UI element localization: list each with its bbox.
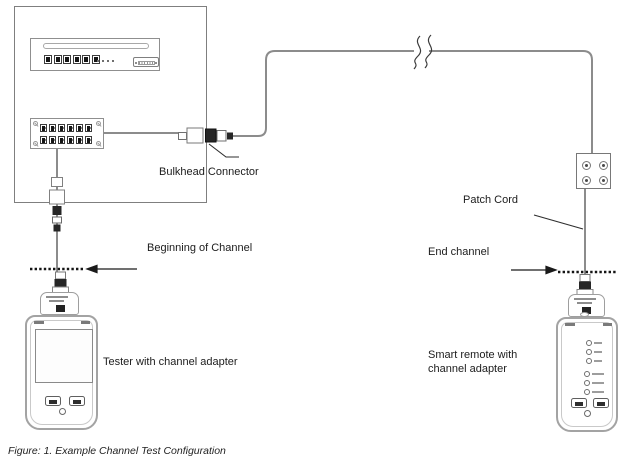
bulkhead-connector-icon bbox=[178, 127, 233, 144]
led-indicator-icon bbox=[584, 387, 606, 396]
jack-icon bbox=[599, 161, 608, 170]
remote-channel-adapter-icon bbox=[568, 294, 605, 317]
indicator-dot bbox=[97, 60, 99, 62]
rj45-port-icon bbox=[53, 55, 62, 64]
led-indicator-icon bbox=[586, 347, 608, 356]
panel-port-row-top bbox=[40, 124, 92, 132]
switch-port-row bbox=[44, 55, 100, 64]
connector-pins bbox=[138, 60, 155, 65]
remote-led-group-1 bbox=[586, 338, 608, 365]
switch-indicator-dots bbox=[97, 60, 114, 62]
rj45-port-icon bbox=[85, 124, 92, 132]
rj45-port-icon bbox=[91, 55, 100, 64]
tester-plug-icon bbox=[52, 271, 69, 294]
rj45-port-icon bbox=[40, 124, 47, 132]
patch-cord-pointer-line bbox=[533, 214, 584, 230]
rj45-port-icon bbox=[85, 136, 92, 144]
tester-device-icon bbox=[25, 315, 98, 430]
switch-vent-slot bbox=[43, 43, 149, 49]
remote-round-button bbox=[584, 410, 591, 417]
rj45-port-icon bbox=[72, 55, 81, 64]
tester-top-label bbox=[81, 321, 90, 324]
end-channel-arrow-icon bbox=[511, 265, 558, 275]
remote-plug-icon bbox=[576, 274, 594, 297]
switch-uplink-connector-icon bbox=[133, 57, 159, 67]
rj45-port-icon bbox=[67, 136, 74, 144]
jack-icon bbox=[582, 176, 591, 185]
begin-channel-arrow-icon bbox=[85, 264, 137, 274]
rj45-port-icon bbox=[82, 55, 90, 64]
jack-icon bbox=[582, 161, 591, 170]
remote-top-label bbox=[565, 323, 575, 326]
figure-caption: Figure: 1. Example Channel Test Configur… bbox=[8, 445, 226, 457]
led-indicator-icon bbox=[584, 378, 606, 387]
wall-connector-icon bbox=[49, 177, 65, 232]
screw-icon bbox=[33, 121, 38, 126]
remote-bezel bbox=[561, 322, 613, 427]
screw-icon bbox=[96, 121, 101, 126]
wall-plate-jacks bbox=[582, 161, 608, 185]
rj45-port-icon bbox=[76, 124, 83, 132]
cables bbox=[56, 50, 593, 275]
tester-label: Tester with channel adapter bbox=[103, 356, 238, 368]
smart-remote-label-line2: channel adapter bbox=[428, 363, 507, 375]
remote-led-group-2 bbox=[584, 369, 606, 396]
led-indicator-icon bbox=[586, 356, 608, 365]
horizontal-run-cable-left bbox=[232, 50, 414, 137]
panel-port-row-bottom bbox=[40, 136, 92, 144]
patch-cord-label: Patch Cord bbox=[463, 194, 519, 206]
remote-button bbox=[593, 398, 609, 408]
tester-button bbox=[69, 396, 85, 406]
end-channel-label: End channel bbox=[428, 246, 490, 258]
wall-plate-icon bbox=[576, 153, 611, 189]
cable-break-icon bbox=[413, 34, 433, 70]
indicator-dot bbox=[107, 60, 109, 62]
rj45-port-icon bbox=[67, 124, 74, 132]
smart-remote-label-line1: Smart remote with bbox=[428, 349, 518, 361]
rj45-port-icon bbox=[63, 55, 71, 64]
horizontal-run-cable-right bbox=[429, 50, 593, 154]
tester-round-button bbox=[59, 408, 66, 415]
beginning-of-channel-label: Beginning of Channel bbox=[147, 242, 253, 254]
tester-top-label bbox=[34, 321, 44, 324]
rj45-port-icon bbox=[49, 136, 56, 144]
rj45-port-icon bbox=[44, 55, 52, 64]
adapter-branding bbox=[46, 296, 68, 298]
tester-channel-adapter-icon bbox=[40, 292, 79, 315]
smart-remote-device-icon bbox=[556, 317, 618, 432]
adapter-latch-icon bbox=[580, 311, 589, 317]
indicator-dot bbox=[112, 60, 114, 62]
tester-button bbox=[45, 396, 61, 406]
rj45-port-icon bbox=[58, 124, 65, 132]
adapter-branding bbox=[577, 302, 592, 304]
led-indicator-icon bbox=[584, 369, 606, 378]
adapter-branding bbox=[49, 300, 64, 302]
rj45-port-icon bbox=[58, 136, 65, 144]
remote-button bbox=[571, 398, 587, 408]
screw-icon bbox=[33, 141, 38, 146]
remote-top-label bbox=[603, 323, 612, 326]
network-switch-icon bbox=[30, 38, 160, 71]
adapter-port-icon bbox=[582, 307, 591, 314]
patch-panel-icon bbox=[30, 118, 104, 149]
jack-icon bbox=[599, 176, 608, 185]
adapter-branding bbox=[574, 298, 596, 300]
smart-remote-label: Smart remote with channel adapter bbox=[428, 348, 517, 376]
bulkhead-connector-label: Bulkhead Connector bbox=[159, 166, 259, 178]
adapter-port-icon bbox=[56, 305, 65, 312]
led-indicator-icon bbox=[586, 338, 608, 347]
tester-screen bbox=[35, 329, 93, 383]
rj45-port-icon bbox=[49, 124, 56, 132]
rj45-port-icon bbox=[76, 136, 83, 144]
indicator-dot bbox=[102, 60, 104, 62]
bulkhead-pointer-line bbox=[208, 143, 239, 158]
rj45-port-icon bbox=[40, 136, 47, 144]
screw-icon bbox=[96, 141, 101, 146]
